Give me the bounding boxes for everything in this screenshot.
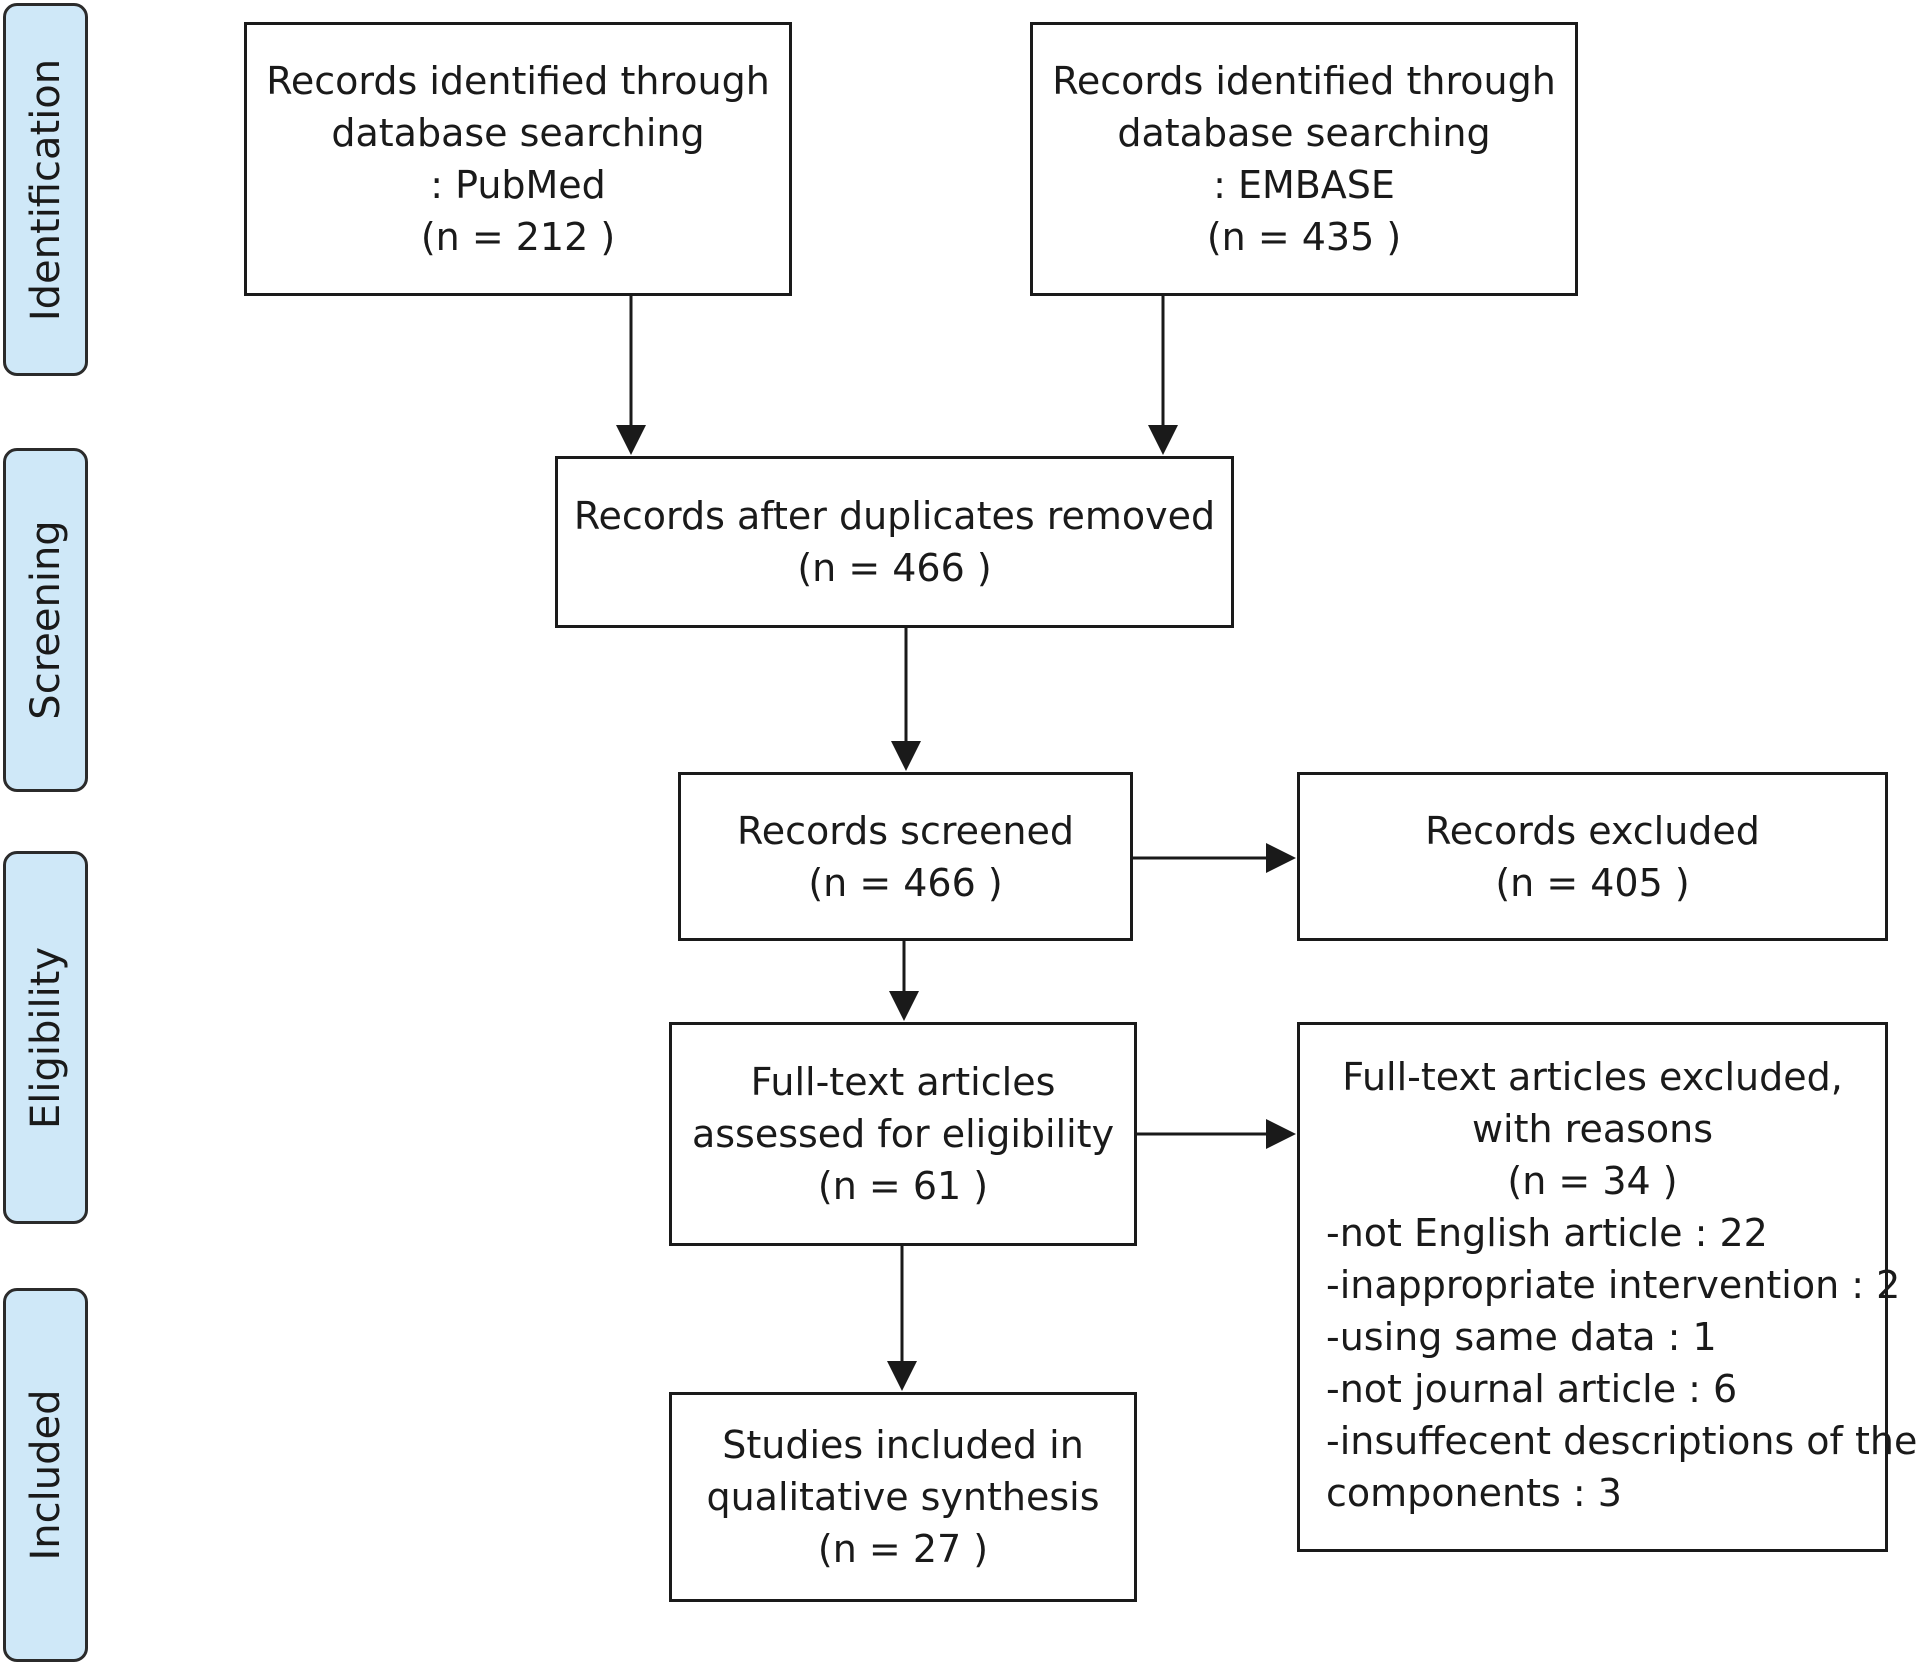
box-duplicates-removed: Records after duplicates removed (n = 46… xyxy=(555,456,1234,628)
box-embase-line-2: database searching xyxy=(1117,111,1491,155)
box-pubmed-count: (n = 212 ) xyxy=(420,215,616,259)
box-embase-records: Records identified through database sear… xyxy=(1030,22,1578,296)
phase-eligibility: Eligibility xyxy=(3,851,88,1224)
exclusion-reason: -inappropriate intervention : 2 xyxy=(1326,1263,1901,1307)
box-embase-line-3: : EMBASE xyxy=(1213,163,1395,207)
box-fulltext-excluded-line-1: Full-text articles excluded, xyxy=(1342,1055,1843,1099)
box-fulltext-assessed-line-1: Full-text articles xyxy=(750,1060,1056,1104)
box-records-excluded: Records excluded (n = 405 ) xyxy=(1297,772,1888,941)
exclusion-reason: -insuffecent descriptions of the xyxy=(1326,1419,1917,1463)
box-studies-included: Studies included in qualitative synthesi… xyxy=(669,1392,1137,1602)
exclusion-reason: -not English article : 22 xyxy=(1326,1211,1768,1255)
exclusion-reason: -using same data : 1 xyxy=(1326,1315,1717,1359)
box-fulltext-excluded: Full-text articles excluded, with reason… xyxy=(1297,1022,1917,1552)
box-records-screened: Records screened (n = 466 ) xyxy=(678,772,1133,941)
box-pubmed-line-3: : PubMed xyxy=(430,163,606,207)
phase-identification: Identification xyxy=(3,3,88,376)
box-fulltext-excluded-line-2: with reasons xyxy=(1471,1107,1714,1151)
box-pubmed-records: Records identified through database sear… xyxy=(244,22,792,296)
box-embase-line-1: Records identified through xyxy=(1052,59,1556,103)
box-duplicates-line-1: Records after duplicates removed xyxy=(573,494,1216,538)
box-excluded-line-1: Records excluded xyxy=(1425,808,1760,853)
box-excluded-count: (n = 405 ) xyxy=(1495,860,1690,905)
box-fulltext-assessed-count: (n = 61 ) xyxy=(817,1164,989,1208)
box-fulltext-assessed: Full-text articles assessed for eligibil… xyxy=(669,1022,1137,1246)
exclusion-reason: components : 3 xyxy=(1326,1471,1622,1515)
box-fulltext-assessed-line-2: assessed for eligibility xyxy=(691,1112,1115,1156)
box-embase-count: (n = 435 ) xyxy=(1206,215,1402,259)
box-included-line-2: qualitative synthesis xyxy=(706,1475,1100,1519)
box-pubmed-line-1: Records identified through xyxy=(266,59,770,103)
box-screened-line-1: Records screened xyxy=(737,808,1074,853)
box-screened-count: (n = 466 ) xyxy=(808,860,1003,905)
box-included-count: (n = 27 ) xyxy=(817,1527,989,1571)
box-fulltext-excluded-count: (n = 34 ) xyxy=(1507,1159,1678,1203)
phase-screening: Screening xyxy=(3,448,88,792)
box-included-line-1: Studies included in xyxy=(722,1423,1084,1467)
exclusion-reason: -not journal article : 6 xyxy=(1326,1367,1738,1411)
phase-included: Included xyxy=(3,1288,88,1662)
box-duplicates-count: (n = 466 ) xyxy=(797,546,992,590)
box-pubmed-line-2: database searching xyxy=(331,111,705,155)
